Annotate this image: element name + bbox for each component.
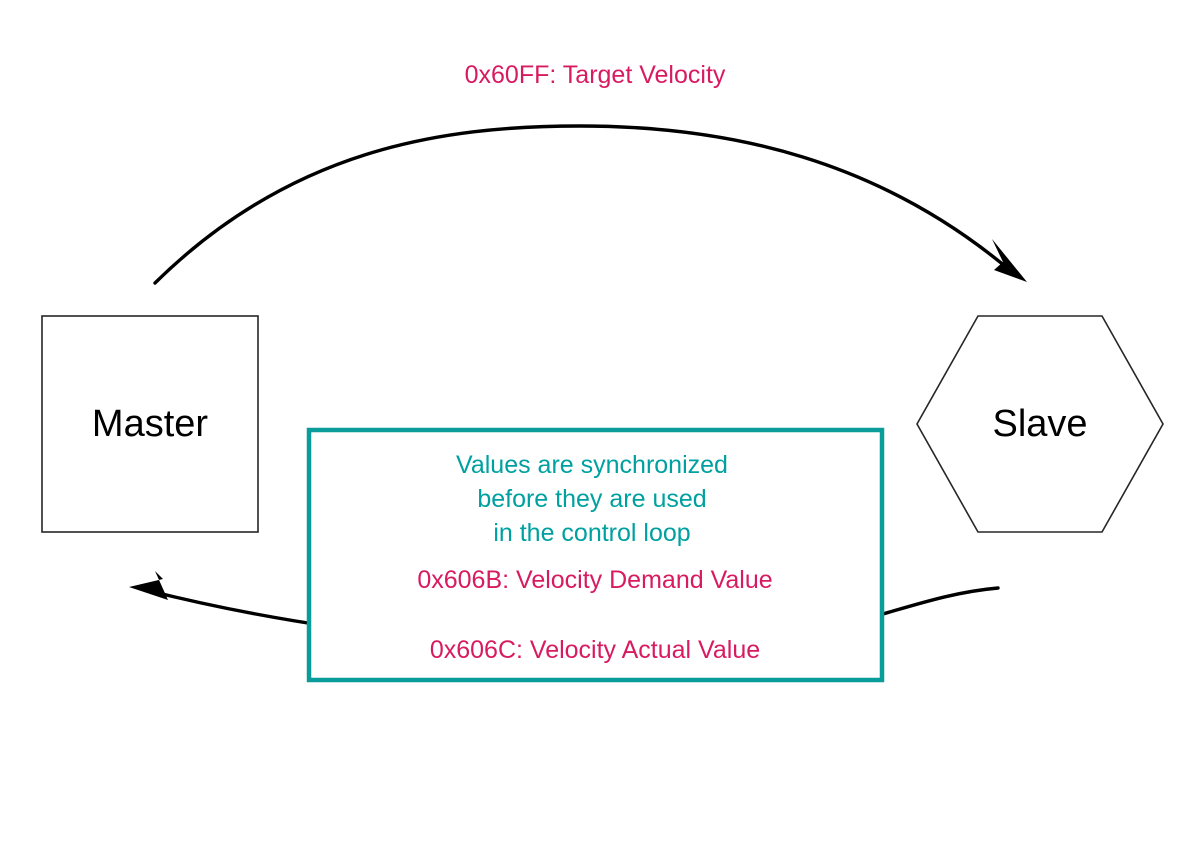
master-to-slave-arrow (153, 124, 1027, 285)
sync-note-line-3: in the control loop (493, 519, 690, 547)
slave-hexagon-outline (916, 315, 1164, 533)
sync-box: Values are synchronized before they are … (306, 427, 885, 683)
node-master[interactable]: Master (41, 315, 259, 533)
master-box-outline (41, 315, 259, 533)
velocity-actual-value-label: 0x606C: Velocity Actual Value (430, 636, 760, 664)
sync-note-line-2: before they are used (477, 485, 706, 513)
slave-to-master-arrow-head (129, 571, 168, 600)
velocity-demand-value-label: 0x606B: Velocity Demand Value (417, 566, 772, 594)
master-to-slave-arrow-path (153, 124, 1014, 285)
node-slave[interactable]: Slave (916, 315, 1164, 533)
target-velocity-label: 0x60FF: Target Velocity (465, 61, 726, 89)
master-label: Master (92, 403, 208, 445)
slave-label: Slave (992, 403, 1087, 445)
sync-note-line-1: Values are synchronized (456, 451, 728, 479)
master-to-slave-arrow-head (992, 239, 1027, 282)
sync-box-outline (306, 427, 885, 683)
